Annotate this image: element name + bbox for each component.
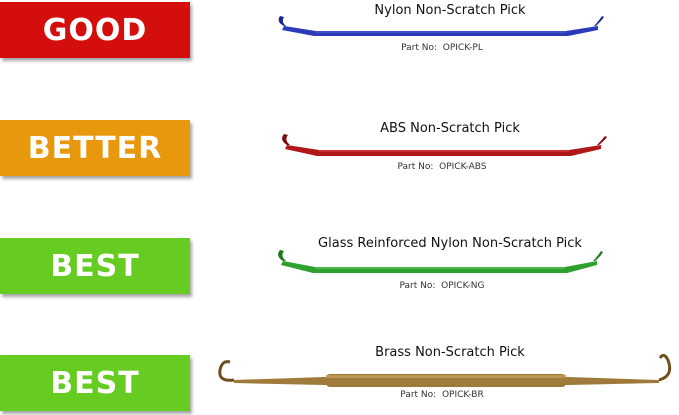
product-title-glass-nylon: Glass Reinforced Nylon Non-Scratch Pick — [318, 236, 582, 251]
part-number-brass: Part No: OPICK-BR — [250, 390, 634, 400]
part-no-label: Part No: — [401, 43, 438, 53]
part-no-value: OPICK-ABS — [439, 162, 487, 172]
rating-badge-better: BETTER — [0, 120, 190, 176]
part-no-label: Part No: — [397, 162, 434, 172]
product-title-nylon: Nylon Non-Scratch Pick — [374, 3, 526, 18]
part-number-glass-nylon: Part No: OPICK-NG — [250, 281, 634, 291]
product-title-abs: ABS Non-Scratch Pick — [380, 121, 520, 136]
brass-pick-image — [218, 353, 672, 387]
part-number-abs: Part No: OPICK-ABS — [250, 162, 634, 172]
part-no-value: OPICK-NG — [441, 281, 485, 291]
part-no-value: OPICK-BR — [441, 390, 484, 400]
rating-badge-best: BEST — [0, 238, 190, 294]
rating-badge-good: GOOD — [0, 2, 190, 58]
product-title-brass: Brass Non-Scratch Pick — [375, 345, 525, 360]
part-no-value: OPICK-PL — [442, 43, 483, 53]
rating-badge-best: BEST — [0, 355, 190, 411]
part-no-label: Part No: — [399, 281, 436, 291]
glass-nylon-pick-image — [278, 250, 603, 273]
nylon-pick-image — [278, 16, 604, 36]
part-number-nylon: Part No: OPICK-PL — [250, 43, 634, 53]
abs-pick-image — [282, 134, 607, 156]
part-no-label: Part No: — [400, 390, 437, 400]
